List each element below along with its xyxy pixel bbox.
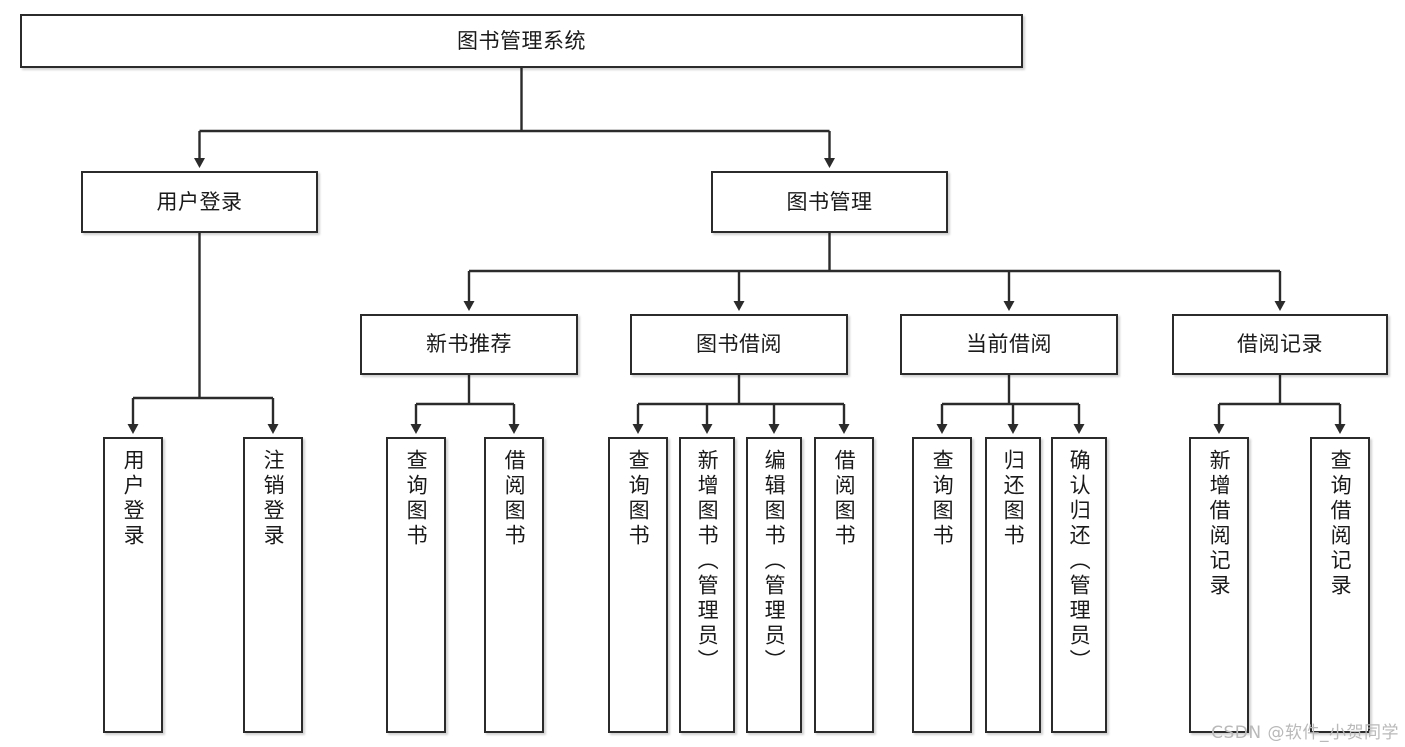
node-leaf-return-book[interactable]: 归还图书 bbox=[985, 437, 1041, 733]
node-label: 查询图书 bbox=[404, 449, 429, 549]
node-label: 新增借阅记录 bbox=[1207, 449, 1232, 599]
node-label: 新书推荐 bbox=[426, 332, 512, 357]
node-label: 新增图书（管理员） bbox=[695, 449, 720, 674]
node-label: 编辑图书（管理员） bbox=[762, 449, 787, 674]
node-label: 确认归还（管理员） bbox=[1067, 449, 1092, 674]
node-label: 注销登录 bbox=[261, 449, 286, 549]
node-book-manage[interactable]: 图书管理 bbox=[711, 171, 948, 233]
node-leaf-query-book-3[interactable]: 查询图书 bbox=[912, 437, 972, 733]
node-label: 图书管理系统 bbox=[457, 28, 586, 53]
node-leaf-borrow-book-2[interactable]: 借阅图书 bbox=[814, 437, 874, 733]
node-leaf-edit-book[interactable]: 编辑图书（管理员） bbox=[746, 437, 802, 733]
node-current-borrow[interactable]: 当前借阅 bbox=[900, 314, 1118, 375]
node-leaf-user-login[interactable]: 用户登录 bbox=[103, 437, 163, 733]
node-leaf-query-book-2[interactable]: 查询图书 bbox=[608, 437, 668, 733]
node-label: 用户登录 bbox=[156, 189, 243, 214]
node-leaf-user-logout[interactable]: 注销登录 bbox=[243, 437, 303, 733]
node-label: 当前借阅 bbox=[966, 332, 1052, 357]
node-root[interactable]: 图书管理系统 bbox=[20, 14, 1023, 68]
node-label: 图书管理 bbox=[786, 189, 873, 214]
node-user-login[interactable]: 用户登录 bbox=[81, 171, 318, 233]
node-leaf-borrow-book-1[interactable]: 借阅图书 bbox=[484, 437, 544, 733]
node-new-book-rec[interactable]: 新书推荐 bbox=[360, 314, 578, 375]
node-label: 归还图书 bbox=[1001, 449, 1026, 549]
node-label: 图书借阅 bbox=[696, 332, 782, 357]
node-label: 借阅记录 bbox=[1237, 332, 1323, 357]
node-book-borrow[interactable]: 图书借阅 bbox=[630, 314, 848, 375]
node-label: 查询借阅记录 bbox=[1328, 449, 1353, 599]
node-label: 借阅图书 bbox=[502, 449, 527, 549]
node-leaf-add-record[interactable]: 新增借阅记录 bbox=[1189, 437, 1249, 733]
node-leaf-query-record[interactable]: 查询借阅记录 bbox=[1310, 437, 1370, 733]
node-borrow-record[interactable]: 借阅记录 bbox=[1172, 314, 1388, 375]
node-leaf-add-book[interactable]: 新增图书（管理员） bbox=[679, 437, 735, 733]
node-leaf-query-book-1[interactable]: 查询图书 bbox=[386, 437, 446, 733]
node-leaf-confirm-return[interactable]: 确认归还（管理员） bbox=[1051, 437, 1107, 733]
node-label: 查询图书 bbox=[626, 449, 651, 549]
node-label: 借阅图书 bbox=[832, 449, 857, 549]
node-label: 用户登录 bbox=[121, 449, 146, 549]
node-label: 查询图书 bbox=[930, 449, 955, 549]
